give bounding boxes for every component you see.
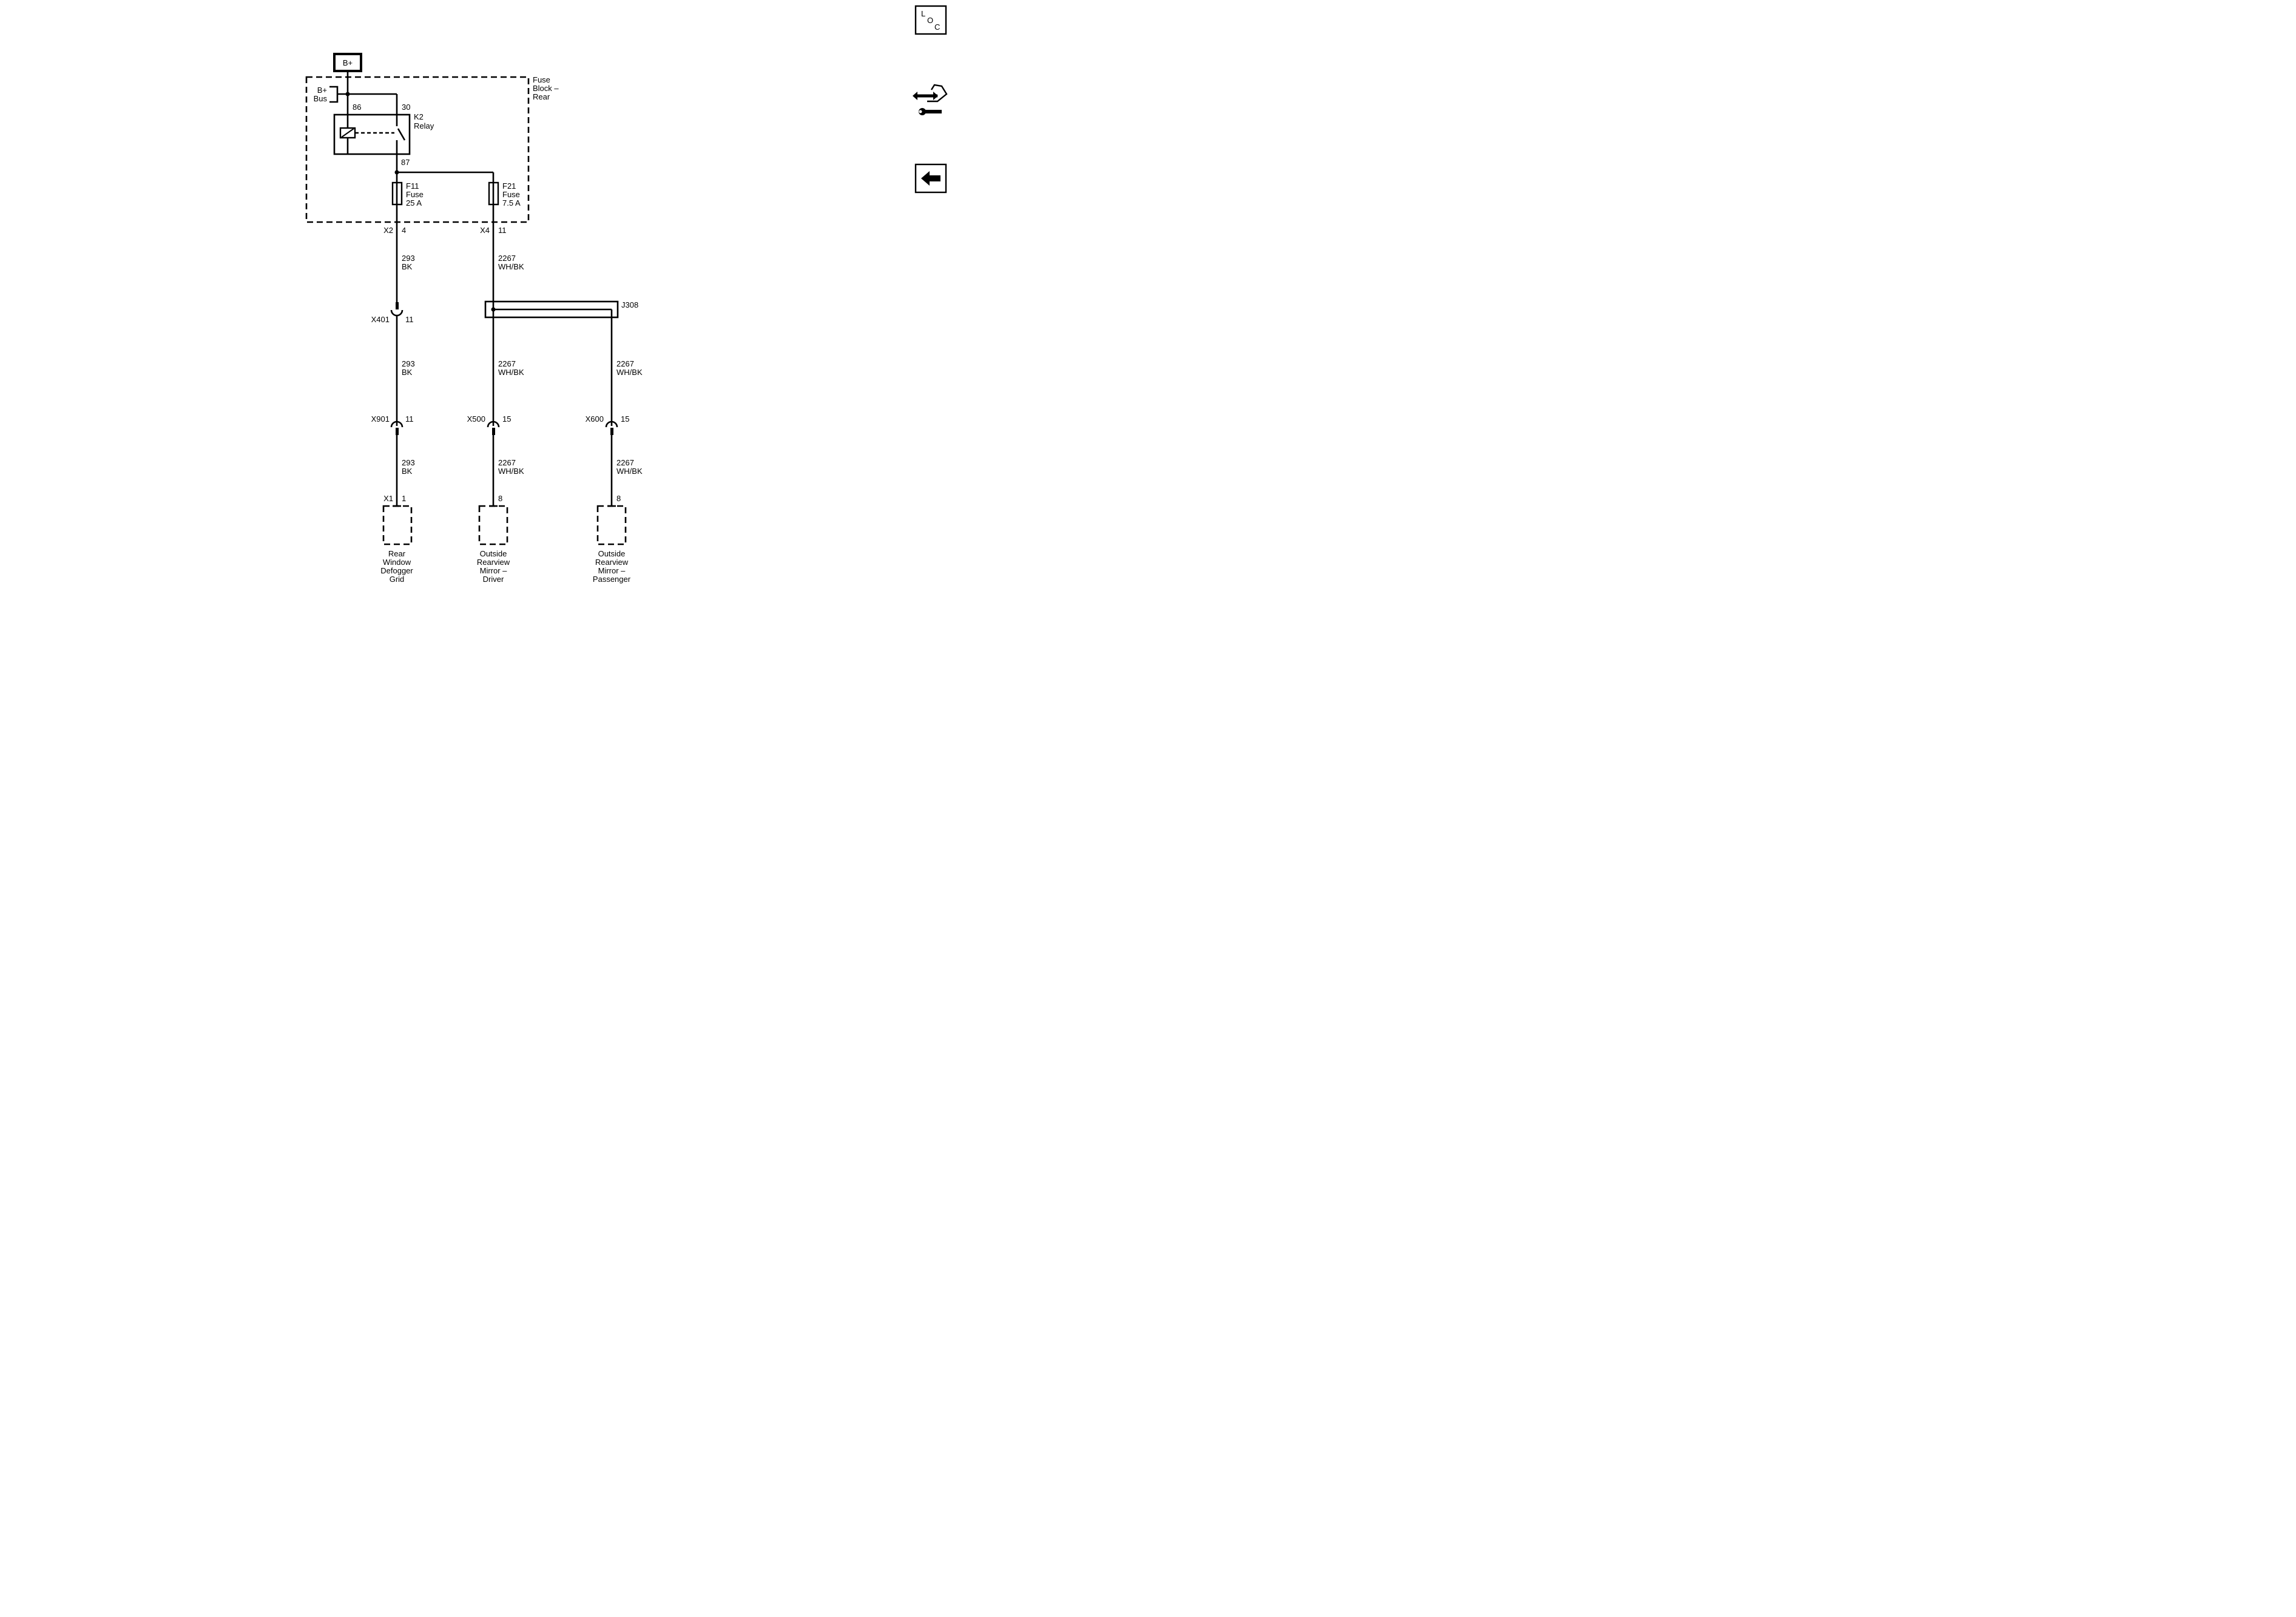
svg-text:11: 11 bbox=[405, 414, 414, 424]
svg-text:B+: B+ bbox=[317, 86, 327, 95]
svg-text:11: 11 bbox=[498, 226, 507, 235]
svg-text:2267: 2267 bbox=[616, 359, 634, 368]
wire-2267-whbk-3: 2267 WH/BK bbox=[498, 458, 524, 476]
wire-2267-whbk-4: 2267 WH/BK bbox=[616, 359, 643, 377]
svg-text:11: 11 bbox=[405, 315, 414, 324]
svg-text:F21: F21 bbox=[502, 181, 516, 191]
passenger-mirror-pin: 8 bbox=[616, 494, 621, 503]
pin-86: 86 bbox=[353, 103, 361, 112]
svg-text:Rear: Rear bbox=[388, 549, 406, 558]
connector-wrench-icon bbox=[913, 84, 948, 115]
svg-text:Fuse: Fuse bbox=[406, 190, 424, 199]
bplus-label: B+ bbox=[343, 58, 353, 67]
load-outside-rearview-mirror-passenger: Outside Rearview Mirror – Passenger bbox=[593, 505, 631, 584]
svg-text:Rear: Rear bbox=[533, 92, 550, 101]
svg-text:Mirror –: Mirror – bbox=[480, 566, 508, 575]
svg-text:X2: X2 bbox=[383, 226, 393, 235]
svg-text:Outside: Outside bbox=[598, 549, 626, 558]
svg-text:WH/BK: WH/BK bbox=[498, 467, 524, 476]
svg-text:2267: 2267 bbox=[498, 254, 516, 263]
svg-text:WH/BK: WH/BK bbox=[498, 262, 524, 271]
driver-mirror-pin: 8 bbox=[498, 494, 502, 503]
wiring-diagram: B+ Fuse Block – Rear B+ Bus 86 30 K2 Rel… bbox=[305, 5, 948, 584]
svg-text:Window: Window bbox=[383, 558, 411, 567]
wire-293-bk-2: 293 BK bbox=[402, 359, 415, 377]
relay-name: Relay bbox=[414, 121, 434, 130]
svg-text:293: 293 bbox=[402, 254, 415, 263]
svg-text:293: 293 bbox=[402, 458, 415, 467]
svg-text:Driver: Driver bbox=[483, 575, 504, 584]
svg-text:Rearview: Rearview bbox=[595, 558, 629, 567]
pin-30: 30 bbox=[402, 103, 410, 112]
load-rear-window-defogger-grid: Rear Window Defogger Grid bbox=[380, 505, 413, 584]
svg-text:Bus: Bus bbox=[314, 94, 328, 103]
fuse-block-rear-boundary bbox=[305, 76, 530, 223]
back-button[interactable] bbox=[914, 163, 947, 194]
svg-text:Outside: Outside bbox=[480, 549, 507, 558]
svg-text:7.5 A: 7.5 A bbox=[502, 198, 521, 208]
svg-text:2267: 2267 bbox=[498, 359, 516, 368]
pin-87: 87 bbox=[401, 158, 410, 167]
svg-text:15: 15 bbox=[621, 414, 629, 424]
k2-relay: 86 30 K2 Relay 87 bbox=[333, 103, 434, 167]
connector-x600: X600 15 bbox=[586, 414, 629, 435]
svg-text:BK: BK bbox=[402, 262, 413, 271]
back-arrow-icon bbox=[921, 171, 940, 186]
splice-j308: J308 bbox=[484, 300, 638, 319]
svg-text:BK: BK bbox=[402, 368, 413, 377]
svg-text:X1: X1 bbox=[383, 494, 393, 503]
connector-x2: X2 4 bbox=[383, 226, 406, 235]
svg-text:L: L bbox=[921, 9, 925, 18]
connector-x901: X901 11 bbox=[371, 414, 414, 435]
svg-text:25 A: 25 A bbox=[406, 198, 422, 208]
svg-text:4: 4 bbox=[402, 226, 406, 235]
svg-text:X4: X4 bbox=[480, 226, 490, 235]
svg-text:Grid: Grid bbox=[390, 575, 405, 584]
svg-text:J308: J308 bbox=[621, 300, 638, 309]
load-outside-rearview-mirror-driver: Outside Rearview Mirror – Driver bbox=[477, 505, 510, 584]
relay-switch bbox=[397, 128, 406, 141]
diagnostic-connector-button[interactable] bbox=[913, 84, 948, 115]
svg-text:BK: BK bbox=[402, 467, 413, 476]
svg-text:Rearview: Rearview bbox=[477, 558, 510, 567]
wire-2267-whbk-2: 2267 WH/BK bbox=[498, 359, 524, 377]
connector-x4: X4 11 bbox=[480, 226, 506, 235]
fuse-block-rear-label: Fuse Block – Rear bbox=[533, 75, 559, 101]
svg-text:Block –: Block – bbox=[533, 84, 559, 93]
wire-2267-whbk-5: 2267 WH/BK bbox=[616, 458, 643, 476]
fuse-f21: F21 Fuse 7.5 A bbox=[488, 181, 521, 208]
wire-293-bk-3: 293 BK bbox=[402, 458, 415, 476]
svg-text:X401: X401 bbox=[371, 315, 390, 324]
location-button[interactable]: L O C bbox=[914, 5, 947, 35]
svg-text:X500: X500 bbox=[467, 414, 485, 424]
bplus-source: B+ bbox=[333, 53, 362, 72]
svg-text:Defogger: Defogger bbox=[380, 566, 413, 575]
connector-x500: X500 15 bbox=[467, 414, 511, 435]
svg-text:WH/BK: WH/BK bbox=[616, 368, 643, 377]
svg-text:X901: X901 bbox=[371, 414, 390, 424]
location-icon: L O C bbox=[921, 9, 940, 32]
svg-text:2267: 2267 bbox=[616, 458, 634, 467]
svg-text:15: 15 bbox=[502, 414, 511, 424]
svg-text:2267: 2267 bbox=[498, 458, 516, 467]
svg-text:Fuse: Fuse bbox=[502, 190, 520, 199]
svg-text:C: C bbox=[934, 22, 940, 32]
fuse-f11: F11 Fuse 25 A bbox=[391, 181, 424, 208]
svg-text:Fuse: Fuse bbox=[533, 75, 550, 84]
bplus-bus: B+ Bus bbox=[314, 86, 350, 103]
svg-text:X600: X600 bbox=[586, 414, 604, 424]
svg-text:O: O bbox=[927, 16, 933, 25]
connector-x401: X401 11 bbox=[371, 302, 414, 324]
svg-text:1: 1 bbox=[402, 494, 406, 503]
connector-x1: X1 1 bbox=[383, 494, 406, 503]
svg-text:F11: F11 bbox=[406, 181, 419, 191]
wire-293-bk-1: 293 BK bbox=[402, 254, 415, 271]
svg-text:WH/BK: WH/BK bbox=[498, 368, 524, 377]
svg-text:Mirror –: Mirror – bbox=[598, 566, 626, 575]
relay-id: K2 bbox=[414, 112, 424, 121]
svg-text:293: 293 bbox=[402, 359, 415, 368]
svg-text:Passenger: Passenger bbox=[593, 575, 631, 584]
svg-text:WH/BK: WH/BK bbox=[616, 467, 643, 476]
wire-2267-whbk-1: 2267 WH/BK bbox=[498, 254, 524, 271]
